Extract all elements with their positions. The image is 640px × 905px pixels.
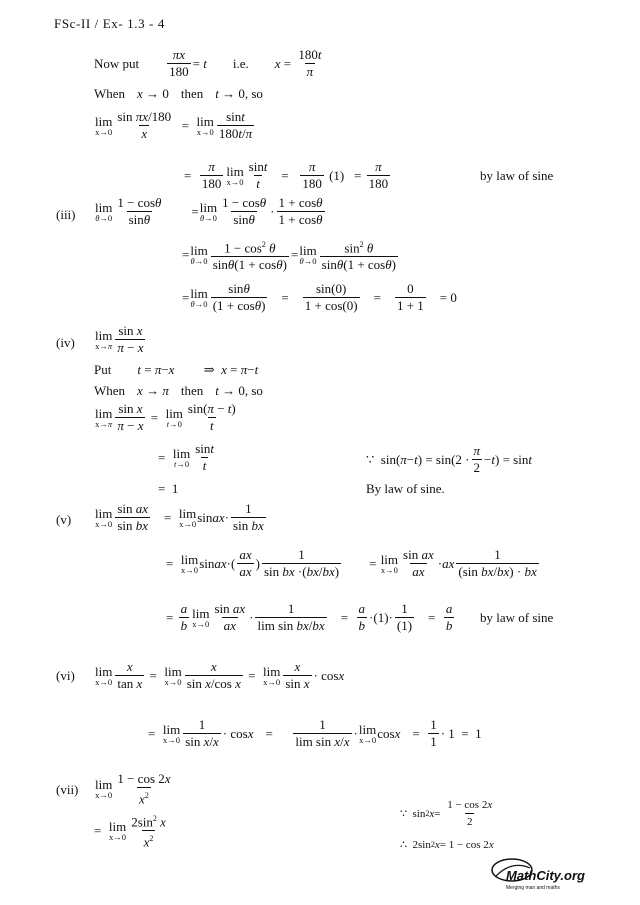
then-text-2: then — [180, 383, 204, 398]
put-text: Put — [94, 362, 112, 377]
when-text: When — [94, 86, 126, 101]
when-line-1: When x → 0 then t → 0, so — [94, 86, 263, 101]
part-iv-result: = 1 — [158, 481, 179, 496]
mathcity-logo-graphic: MathCity.org Merging man and maths — [491, 858, 585, 891]
part-iv-label: (iv) — [56, 335, 75, 350]
when-text-2: When — [94, 383, 126, 398]
ie-text: i.e. — [232, 55, 249, 71]
law-of-sine-note-2: By law of sine. — [366, 481, 445, 496]
part-v-label: (v) — [56, 512, 72, 527]
part-vi-label: (vi) — [56, 668, 75, 683]
when-line-2: When x → π then t → 0, so — [94, 383, 263, 398]
law-of-sine-note-1: by law of sine — [480, 168, 554, 183]
part-iv-put-line: Put t = π − x ⇒ x = π − t — [94, 362, 259, 377]
mathcity-logo: MathCity.org Merging man and maths — [490, 856, 590, 892]
so-text: , so — [244, 86, 263, 101]
then-text: then — [180, 86, 204, 101]
part-iii-label: (iii) — [56, 207, 76, 222]
now-put-text: Now put — [94, 55, 140, 71]
logo-text: MathCity.org — [506, 868, 585, 883]
logo-tagline: Merging man and maths — [506, 885, 560, 891]
page-header: FSc-II / Ex- 1.3 - 4 — [54, 16, 165, 31]
so-text-2: , so — [244, 383, 263, 398]
law-of-sine-note-3: by law of sine — [480, 610, 554, 625]
part-vii-label: (vii) — [56, 782, 79, 797]
